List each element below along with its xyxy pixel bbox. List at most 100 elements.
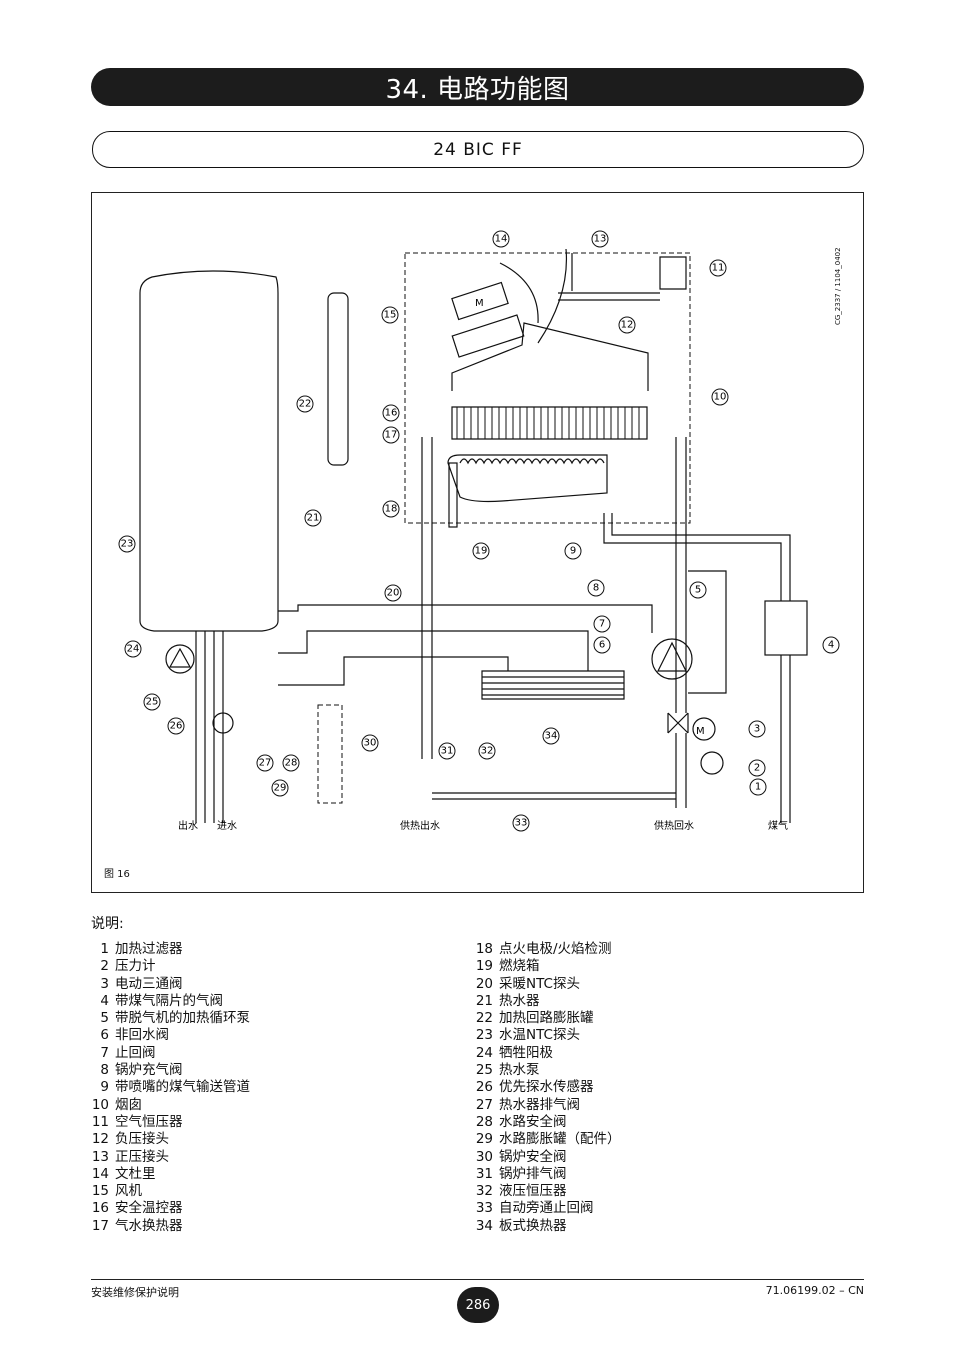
gas-water-heat-exchanger — [451, 406, 648, 440]
callout-circle — [438, 742, 456, 760]
callout-circle — [587, 579, 605, 597]
legend-item-number: 31 — [475, 1165, 493, 1182]
callout-17: 17 — [382, 426, 400, 444]
callout-7: 7 — [593, 615, 611, 633]
valve-motor-symbol: M — [696, 726, 705, 737]
callout-circle — [382, 426, 400, 444]
callout-circle — [282, 754, 300, 772]
callout-number: 12 — [621, 320, 634, 331]
valve-motor — [692, 717, 716, 741]
legend-item-text: 牺牲阳极 — [499, 1044, 553, 1061]
hydraulic-diagram: M M — [91, 192, 864, 893]
legend-item-number: 17 — [91, 1217, 109, 1234]
callout-number: 32 — [481, 746, 494, 757]
callout-circle — [118, 535, 136, 553]
footer-divider — [91, 1279, 864, 1280]
callout-19: 19 — [472, 542, 490, 560]
callout-number: 3 — [754, 724, 760, 735]
page-number: 286 — [457, 1287, 499, 1323]
callout-1: 1 — [749, 778, 767, 796]
model-name: 24 BIC FF — [92, 131, 864, 168]
legend-item: 29 水路膨胀罐（配件） — [474, 1131, 621, 1148]
legend-item-text: 热水泵 — [499, 1062, 540, 1079]
callout-10: 10 — [711, 388, 729, 406]
callout-28: 28 — [282, 754, 300, 772]
legend-item-number: 20 — [475, 975, 493, 992]
callout-circle — [478, 742, 496, 760]
callout-number: 20 — [387, 588, 400, 599]
legend-item-number: 19 — [475, 958, 493, 975]
cold-water-inlet-pipe — [213, 631, 224, 823]
callout-circle — [689, 581, 707, 599]
expansion-tank — [327, 292, 349, 466]
callout-6: 6 — [593, 636, 611, 654]
callout-26: 26 — [167, 717, 185, 735]
callout-number: 18 — [385, 504, 398, 515]
dhw-loop-1 — [278, 604, 653, 633]
legend-item-text: 水路膨胀罐（配件） — [499, 1131, 621, 1148]
boiler-enclosure — [404, 252, 691, 524]
legend-item-number: 30 — [475, 1148, 493, 1165]
legend-item-number: 9 — [100, 1079, 109, 1096]
legend-item-number: 34 — [475, 1217, 493, 1234]
callout-number: 2 — [754, 763, 760, 774]
callout-34: 34 — [542, 727, 560, 745]
legend-item-text: 正压接头 — [115, 1148, 169, 1165]
callout-number: 33 — [515, 818, 528, 829]
pressure-tap-line — [558, 292, 660, 301]
callout-30: 30 — [361, 734, 379, 752]
outlet-label: 煤气 — [768, 819, 788, 832]
callout-circle — [361, 734, 379, 752]
callout-circle — [542, 727, 560, 745]
figure-label: 图 16 — [104, 869, 130, 880]
legend-item-number: 27 — [475, 1096, 493, 1113]
legend-item-text: 水温NTC探头 — [499, 1027, 580, 1044]
legend-item: 31 锅炉排气阀 — [474, 1166, 621, 1183]
heating-flow-pipe — [421, 437, 433, 759]
exchanger-fins — [456, 407, 640, 439]
callout-number: 14 — [495, 234, 508, 245]
dhw-pump — [165, 644, 195, 674]
legend-item-text: 锅炉排气阀 — [499, 1165, 567, 1182]
callout-27: 27 — [256, 754, 274, 772]
callout-number: 6 — [599, 640, 605, 651]
callout-number: 31 — [441, 746, 454, 757]
legend-item-number: 26 — [475, 1079, 493, 1096]
legend-item-text: 燃烧箱 — [499, 958, 540, 975]
fan-impeller — [451, 314, 525, 358]
callout-number: 15 — [384, 310, 397, 321]
legend-item-text: 液压恒压器 — [499, 1183, 567, 1200]
callout-number: 11 — [712, 263, 725, 274]
legend-item-text: 安全温控器 — [115, 1200, 183, 1217]
legend-item-text: 压力计 — [115, 958, 156, 975]
legend-item-text: 负压接头 — [115, 1131, 169, 1148]
legend-item-number: 15 — [91, 1183, 109, 1200]
legend-item: 27 热水器排气阀 — [474, 1097, 621, 1114]
callout-9: 9 — [564, 542, 582, 560]
legend-item-text: 气水换热器 — [115, 1217, 183, 1234]
legend-item-number: 29 — [475, 1131, 493, 1148]
callout-circle — [492, 230, 510, 248]
fan-motor-symbol: M — [475, 298, 484, 309]
legend-item-text: 加热回路膨胀罐 — [499, 1010, 594, 1027]
heating-return-pipe — [675, 437, 687, 808]
callout-number: 17 — [385, 430, 398, 441]
diagram-canvas: M M — [118, 230, 840, 832]
legend-item-text: 电动三通阀 — [115, 975, 183, 992]
callout-24: 24 — [124, 640, 142, 658]
legend-item-text: 热水器排气阀 — [499, 1096, 580, 1113]
legend-item-text: 文杜里 — [115, 1165, 156, 1182]
